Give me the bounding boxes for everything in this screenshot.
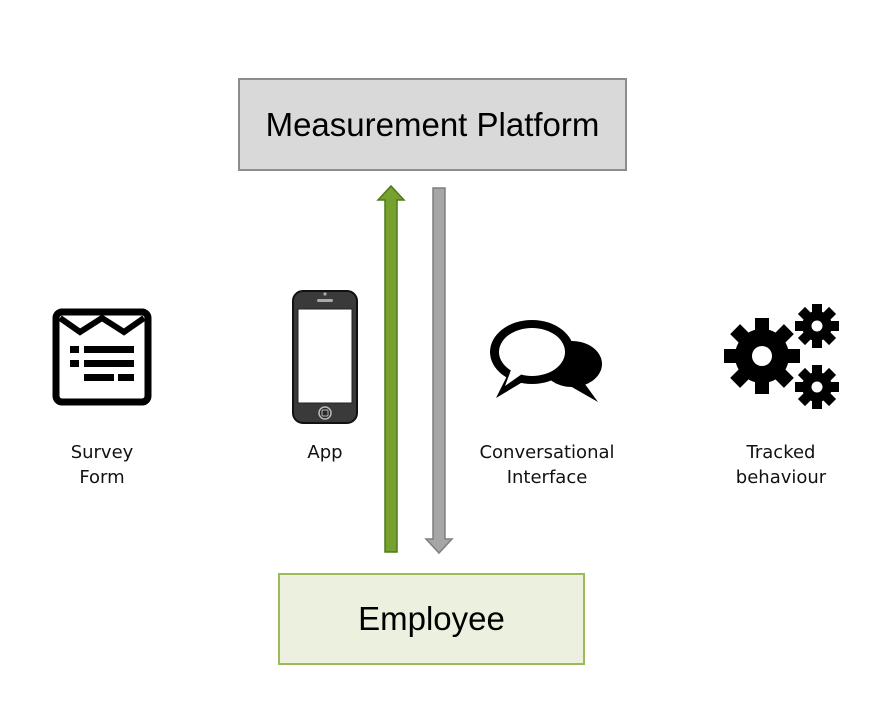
conversational-interface-label: Conversational Interface	[479, 442, 615, 488]
app-label: App	[307, 442, 343, 463]
speech-bubbles-icon	[490, 320, 602, 402]
survey-form-icon	[52, 308, 152, 406]
upward-arrow	[376, 184, 406, 553]
measurement-platform-box: Measurement Platform	[238, 78, 627, 171]
employee-label: Employee	[358, 600, 505, 637]
gears-icon	[724, 304, 839, 409]
employee-box: Employee	[278, 573, 585, 665]
tracked-behaviour-label: Tracked behaviour	[735, 442, 827, 488]
smartphone-icon	[292, 290, 358, 424]
survey-form-label: Survey Form	[70, 442, 134, 488]
downward-arrow	[424, 187, 454, 555]
measurement-platform-label: Measurement Platform	[265, 105, 600, 143]
